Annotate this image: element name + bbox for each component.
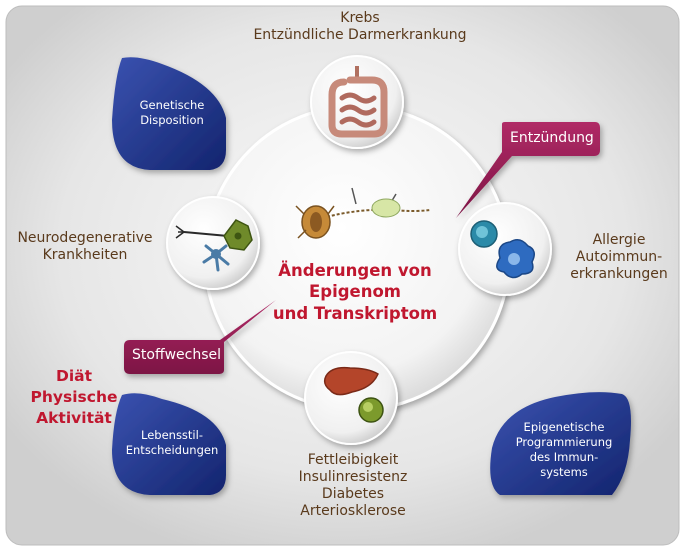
box-epi-line-3: des Immun- <box>529 449 599 464</box>
box-lifestyle <box>112 393 226 495</box>
box-lifestyle-text: Lebensstil- Entscheidungen <box>118 428 226 458</box>
box-epigenetic-programming <box>490 392 631 495</box>
label-bottom-line-3: Diabetes <box>321 486 385 503</box>
label-right-line-3: erkrankungen <box>570 266 668 283</box>
box-epi-line-4: systems <box>540 464 588 479</box>
box-genetic-line-2: Disposition <box>140 112 204 127</box>
box-genetic-disposition <box>112 57 226 170</box>
label-left-line-1: Neurodegenerative <box>17 230 153 246</box>
factors-label: Diät Physische Aktivität <box>14 366 134 429</box>
label-right-line-2: Autoimmun- <box>575 249 663 266</box>
factor-activity: Aktivität <box>36 408 112 427</box>
factor-diet: Diät <box>55 367 93 385</box>
box-epi-line-2: Programmierung <box>515 434 613 449</box>
label-bottom: Fettleibigkeit Insulinresistenz Diabetes… <box>268 452 438 520</box>
callout-inflammation-label: Entzündung <box>510 130 594 146</box>
label-bottom-line-1: Fettleibigkeit <box>307 452 399 468</box>
box-genetic-line-1: Genetische <box>139 98 205 112</box>
label-right-line-1: Allergie <box>592 232 646 248</box>
box-epigenetic-programming-text: Epigenetische Programmierung des Immun- … <box>506 420 622 480</box>
label-top: Krebs Entzündliche Darmerkrankung <box>240 10 480 44</box>
center-line-3: und Transkriptom <box>272 303 438 323</box>
label-top-line-2: Entzündliche Darmerkrankung <box>253 27 467 44</box>
center-line-1: Änderungen von <box>278 261 432 280</box>
label-top-line-1: Krebs <box>340 10 380 26</box>
label-bottom-line-2: Insulinresistenz <box>298 469 408 486</box>
label-right: Allergie Autoimmun- erkrankungen <box>560 232 678 283</box>
liver-icon <box>323 366 384 423</box>
box-lifestyle-line-1: Lebensstil- <box>141 428 203 442</box>
box-genetic-disposition-text: Genetische Disposition <box>120 98 224 128</box>
factor-physical: Physische <box>30 387 118 406</box>
center-label: Änderungen von Epigenom und Transkriptom <box>255 260 455 324</box>
box-epi-line-1: Epigenetische <box>523 420 605 434</box>
label-left-line-2: Krankheiten <box>42 247 128 264</box>
immune-cell-icon <box>470 220 535 279</box>
node-bottom <box>304 351 398 445</box>
center-line-2: Epigenom <box>308 282 401 302</box>
intestine-icon <box>328 66 388 138</box>
neuron-icon <box>175 219 253 272</box>
callout-metabolism <box>124 300 276 374</box>
callout-metabolism-label: Stoffwechsel <box>132 347 222 363</box>
callout-inflammation <box>456 122 600 218</box>
label-left: Neurodegenerative Krankheiten <box>10 230 160 264</box>
box-lifestyle-line-2: Entscheidungen <box>125 442 219 457</box>
label-bottom-line-4: Arteriosklerose <box>300 503 406 520</box>
chromatin-icon <box>295 187 431 239</box>
